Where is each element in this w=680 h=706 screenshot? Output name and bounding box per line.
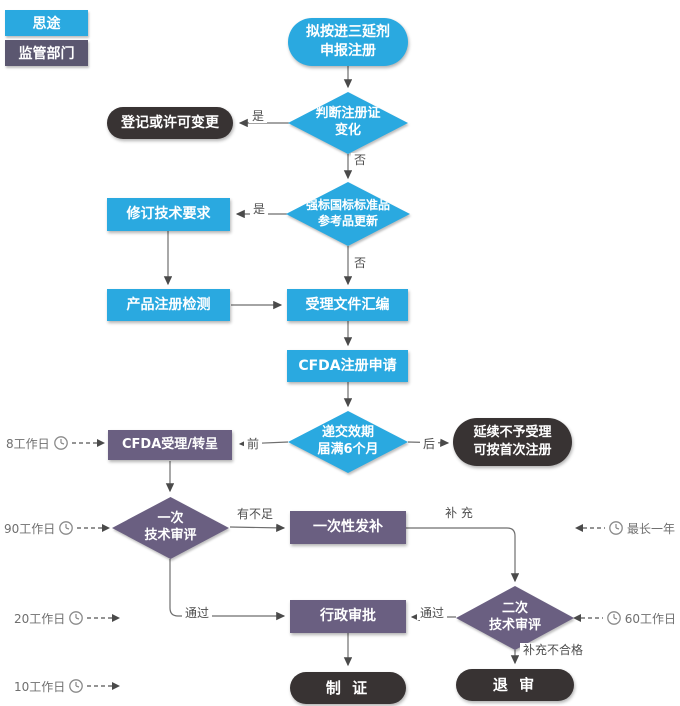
legend-regulator: 监管部门 xyxy=(5,40,88,66)
node-first-technical-review: 一次 技术审评 xyxy=(112,497,229,559)
timeline-max-one-year: 最长一年 xyxy=(574,520,675,536)
legend-situ: 思途 xyxy=(5,10,88,36)
node-review-rejected: 退 审 xyxy=(456,669,574,701)
dashed-arrow-right-icon xyxy=(71,439,105,447)
edge-label-pass-1: 通过 xyxy=(181,606,213,620)
timeline-20-days-label: 20工作日 xyxy=(14,611,66,626)
node-d5-line1: 二次 xyxy=(501,601,528,617)
node-t2-line2: 可按首次注册 xyxy=(473,443,552,458)
node-revise-tech-requirements: 修订技术要求 xyxy=(107,198,230,231)
edge-label-yes-1: 是 xyxy=(248,109,268,123)
node-d5-line2: 技术审评 xyxy=(488,618,541,633)
dashed-arrow-left-icon xyxy=(574,524,605,532)
clock-icon xyxy=(606,611,621,625)
node-start-line2: 申报注册 xyxy=(320,43,376,59)
node-cfda-acceptance: CFDA受理/转呈 xyxy=(108,430,232,460)
edge-label-before: 前 xyxy=(243,437,263,451)
clock-icon xyxy=(609,521,623,535)
node-t2-line1: 延续不予受理 xyxy=(473,425,552,441)
timeline-8-days-label: 8工作日 xyxy=(6,436,50,451)
node-start-line1: 拟按进三延剂 xyxy=(306,24,390,41)
clock-icon xyxy=(53,436,68,450)
timeline-10-days-label: 10工作日 xyxy=(14,679,66,694)
node-license-change: 登记或许可变更 xyxy=(107,107,233,139)
node-decision-submission-deadline: 递交效期 届满6个月 xyxy=(288,411,408,473)
node-acceptance-file-compilation: 受理文件汇编 xyxy=(287,289,408,321)
edge-label-yes-2: 是 xyxy=(249,202,269,216)
node-second-technical-review: 二次 技术审评 xyxy=(456,586,574,650)
timeline-10-days: 10工作日 xyxy=(14,678,121,694)
clock-icon xyxy=(59,521,74,535)
dashed-arrow-right-icon xyxy=(87,614,121,622)
node-cfda-registration-application: CFDA注册申请 xyxy=(287,350,408,382)
clock-icon xyxy=(69,611,84,625)
node-decision-registration-change: 判断注册证 变化 xyxy=(288,92,408,154)
node-issue-certificate: 制 证 xyxy=(290,672,406,704)
node-d2-line1: 强标国标标准品 xyxy=(305,198,390,213)
node-d4-line1: 一次 xyxy=(157,511,184,527)
node-one-time-supplement: 一次性发补 xyxy=(290,511,406,544)
dashed-arrow-right-icon xyxy=(87,682,121,690)
edge-label-pass-2: 通过 xyxy=(416,606,448,620)
node-d1-line1: 判断注册证 xyxy=(315,106,381,122)
node-d2-line2: 参考品更新 xyxy=(317,214,378,228)
node-decision-standard-update: 强标国标标准品 参考品更新 xyxy=(286,182,410,246)
timeline-60-days-label: 60工作日 xyxy=(624,611,676,626)
node-d3-line2: 届满6个月 xyxy=(317,442,379,457)
timeline-8-days: 8工作日 xyxy=(6,435,106,451)
edge-label-after: 后 xyxy=(419,437,439,451)
node-start: 拟按进三延剂 申报注册 xyxy=(288,18,408,66)
node-product-registration-test: 产品注册检测 xyxy=(107,289,230,321)
timeline-90-days: 90工作日 xyxy=(4,520,111,536)
edge-label-no-1: 否 xyxy=(351,153,370,167)
node-d4-line2: 技术审评 xyxy=(144,528,197,543)
timeline-60-days: 60工作日 xyxy=(572,610,676,626)
timeline-20-days: 20工作日 xyxy=(14,610,121,626)
dashed-arrow-right-icon xyxy=(77,524,111,532)
node-administrative-approval: 行政审批 xyxy=(290,600,406,633)
timeline-90-days-label: 90工作日 xyxy=(4,521,56,536)
clock-icon xyxy=(69,679,84,693)
timeline-max-one-year-label: 最长一年 xyxy=(626,521,675,536)
dashed-arrow-left-icon xyxy=(572,614,603,622)
edge-label-supplement-fail: 补充不合格 xyxy=(520,643,587,657)
node-d3-line1: 递交效期 xyxy=(321,425,374,441)
edge-label-insufficient: 有不足 xyxy=(233,507,277,521)
edge-label-supplement: 补 充 xyxy=(442,506,476,520)
node-d1-line2: 变化 xyxy=(334,123,361,138)
edge-label-no-2: 否 xyxy=(351,256,370,270)
node-renewal-rejected: 延续不予受理 可按首次注册 xyxy=(453,418,572,466)
